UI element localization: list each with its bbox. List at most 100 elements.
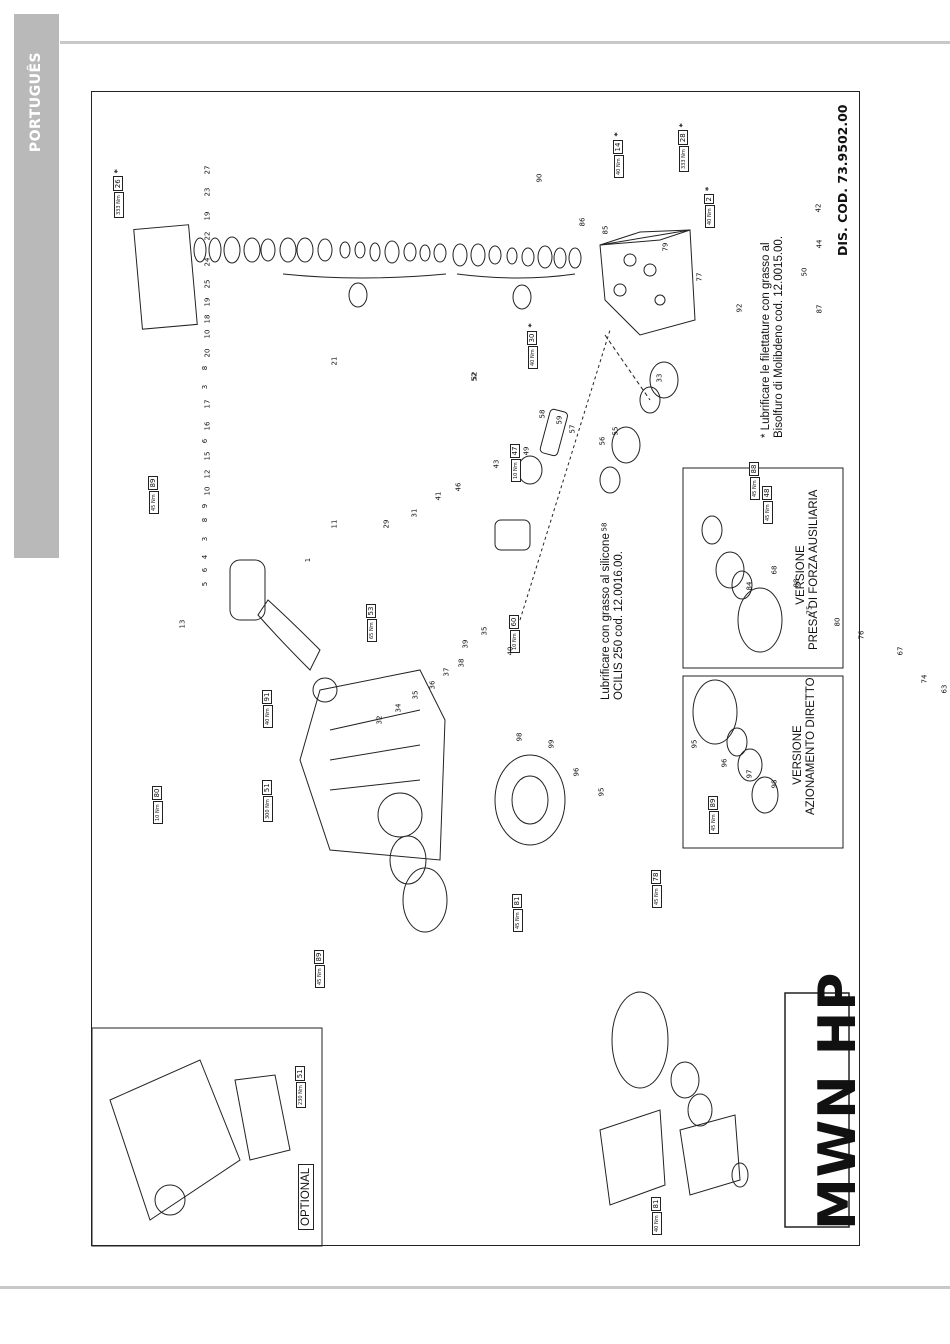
- part-label: 11: [330, 519, 339, 529]
- torque-callout: 45 Nm48: [762, 485, 773, 524]
- torque-callout: 45 Nm89: [708, 795, 719, 834]
- torque-value: 40 Nm: [528, 346, 538, 369]
- gearbox: [599, 991, 749, 1206]
- torque-part-number: 89: [314, 949, 324, 965]
- pto-parts: [701, 515, 783, 653]
- torque-part-number: 89: [708, 795, 718, 811]
- top-rule: [60, 41, 950, 44]
- part-label: 58: [600, 522, 609, 532]
- part-label: 42: [814, 203, 823, 213]
- version-direct-label: VERSIONE AZIONAMENTO DIRETTO: [792, 677, 818, 815]
- part-label: 19: [203, 211, 212, 221]
- part-label: 76: [857, 630, 866, 640]
- gasket-63: [611, 991, 669, 1089]
- crankcase: [299, 669, 446, 861]
- torque-value: 45 Nm: [513, 909, 523, 932]
- torque-value: 40 Nm: [652, 1212, 662, 1235]
- torque-value: 45 Nm: [315, 965, 325, 988]
- title-box: [784, 992, 850, 1228]
- part-label: 15: [203, 451, 212, 461]
- torque-callout: 333 Nm26*: [113, 169, 124, 218]
- torque-value: 45 Nm: [750, 477, 760, 500]
- part-label: 95: [597, 787, 606, 797]
- torque-callout: 300 Nm51: [262, 779, 273, 822]
- part-label: 85: [601, 225, 610, 235]
- part-label: 37: [442, 667, 451, 677]
- seal-ring-86: [402, 867, 448, 933]
- note-molybdenum: * Lubrificare le filettature con grasso …: [760, 236, 786, 438]
- part-label: 97: [745, 769, 754, 779]
- torque-part-number: 88: [749, 461, 759, 477]
- torque-callout: 10 Nm47: [510, 443, 521, 482]
- part-label: 77: [695, 272, 704, 282]
- part-label: 46: [454, 482, 463, 492]
- part-label: 34: [394, 703, 403, 713]
- part-label: 12: [203, 469, 212, 479]
- part-label: 10: [203, 329, 212, 339]
- part-label: 24: [203, 257, 212, 267]
- part-label: 95: [690, 739, 699, 749]
- note-silicone-line-1: Lubrificare con grasso al silicone: [600, 533, 612, 700]
- part-label: 52: [470, 372, 479, 382]
- part-label: 18: [203, 314, 212, 324]
- note-molybdenum-line-1: * Lubrificare le filettature con grasso …: [760, 242, 772, 438]
- part-label: 29: [382, 519, 391, 529]
- part-label: 63: [940, 684, 949, 694]
- torque-callout: 45 Nm89: [148, 475, 159, 514]
- optional-label: OPTIONAL: [298, 1163, 314, 1230]
- torque-callout: 45 Nm89: [314, 949, 325, 988]
- part-label: 55: [611, 426, 620, 436]
- part-label: 8: [201, 365, 210, 371]
- part-label: 17: [203, 399, 212, 409]
- torque-callout: 45 Nm88: [749, 461, 760, 500]
- part-label: 74: [920, 674, 929, 684]
- version-direct-line-1: VERSIONE: [792, 725, 804, 785]
- part-label: 8: [201, 517, 210, 523]
- torque-star: *: [613, 132, 622, 137]
- torque-part-number: 89: [148, 475, 158, 491]
- bearing-85: [389, 835, 427, 885]
- part-label: 59: [555, 415, 564, 425]
- bracket-upper: [282, 273, 447, 279]
- version-direct-line-2: AZIONAMENTO DIRETTO: [805, 677, 817, 815]
- part-label: 22: [203, 231, 212, 241]
- torque-part-number: 14: [613, 139, 623, 155]
- part-label: 43: [492, 459, 501, 469]
- part-label: 40: [506, 646, 515, 656]
- torque-part-number: 30: [527, 330, 537, 346]
- part-label: 96: [720, 758, 729, 768]
- part-label: 86: [578, 217, 587, 227]
- torque-value: 10 Nm: [511, 459, 521, 482]
- part-label: 20: [203, 348, 212, 358]
- bearing-cover-right: [494, 754, 566, 846]
- part-label: 21: [330, 356, 339, 366]
- part-label: 56: [598, 436, 607, 446]
- torque-part-number: 78: [651, 869, 661, 885]
- torque-part-number: 51: [295, 1066, 305, 1082]
- part-label: 41: [434, 491, 443, 501]
- torque-callout: 333 Nm28*: [678, 123, 689, 172]
- torque-callout: 40 Nm81: [651, 1196, 662, 1235]
- torque-callout: 65 Nm53: [366, 603, 377, 642]
- part-label: 1: [304, 557, 313, 563]
- part-label: 38: [457, 658, 466, 668]
- torque-callout: 230 Nm51: [295, 1065, 306, 1108]
- part-label: 10: [203, 486, 212, 496]
- part-label: 98: [770, 779, 779, 789]
- version-pto-line-2: PRESA DI FORZA AUSILIARIA: [808, 489, 820, 650]
- part-label: 16: [203, 421, 212, 431]
- part-label: 44: [815, 239, 824, 249]
- torque-callout: 45 Nm78: [651, 869, 662, 908]
- torque-part-number: 80: [152, 785, 162, 801]
- part-label: 58: [538, 409, 547, 419]
- torque-part-number: 48: [762, 485, 772, 501]
- part-label: 4: [201, 554, 210, 560]
- bracket-lower: [456, 273, 576, 279]
- part-label: 68: [770, 565, 779, 575]
- torque-part-number: 91: [262, 689, 272, 705]
- bottom-rule: [0, 1286, 950, 1289]
- valve-stack-upper: [133, 224, 447, 330]
- torque-value: 45 Nm: [149, 491, 159, 514]
- part-label: 35: [480, 626, 489, 636]
- version-pto-label: VERSIONE PRESA DI FORZA AUSILIARIA: [795, 489, 821, 650]
